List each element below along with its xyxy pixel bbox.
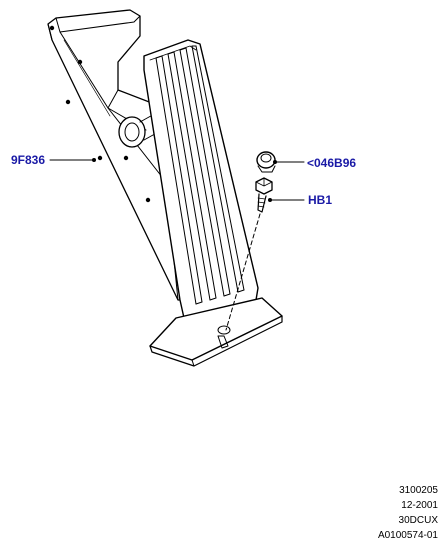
drawing-code-2: 12-2001	[401, 500, 438, 511]
callout-bolt[interactable]: HB1	[308, 193, 333, 207]
callout-clip[interactable]: <046B96	[307, 156, 357, 170]
clip-part	[256, 151, 276, 173]
leader-lines	[49, 158, 305, 202]
drawing-reference-codes: 3100205 12-2001 30DCUX A0100574-01	[378, 483, 438, 543]
bolt-part	[255, 177, 273, 213]
callout-pedal-assembly[interactable]: 9F836	[11, 153, 46, 167]
drawing-code-1: 3100205	[399, 485, 438, 496]
installation-guide-line	[225, 213, 261, 331]
pedal-pad	[143, 39, 259, 323]
drawing-code-3: 30DCUX	[398, 515, 438, 526]
pedal-base-plate	[149, 297, 283, 367]
drawing-code-4: A0100574-01	[377, 530, 438, 541]
